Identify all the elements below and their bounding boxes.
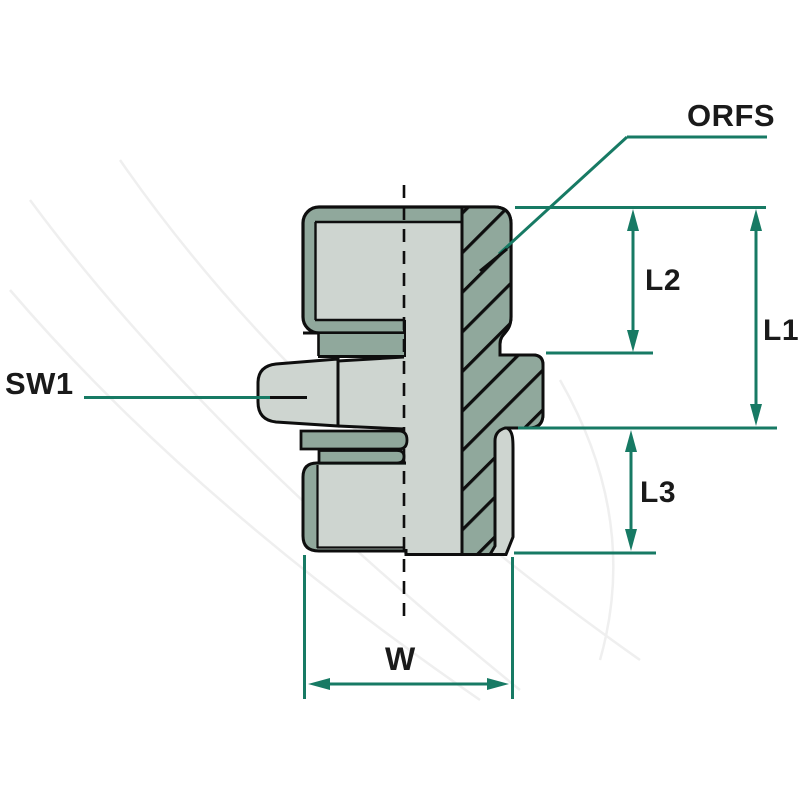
hex-corner-piece [256,357,340,428]
stem-face [317,465,406,549]
label-l3: L3 [640,476,677,509]
dimension-lines [84,135,777,699]
label-w: W [385,641,416,677]
label-l2: L2 [645,264,682,297]
fitting-body [256,185,545,622]
shoulder-band [299,429,409,451]
bore-interior [404,222,462,554]
dimension-l3 [514,430,656,555]
label-sw1: SW1 [5,366,74,401]
leader-orfs-tick [479,247,508,273]
dimension-l2 [546,209,653,355]
neck-band [318,334,404,356]
thread-relief-band [317,449,406,465]
label-orfs: ORFS [687,98,776,133]
dimension-w [303,555,514,699]
label-l1: L1 [763,314,800,347]
leader-orfs [497,135,767,256]
dimension-l1 [518,209,777,430]
hex-face [338,357,404,429]
section-hatch [460,205,545,556]
